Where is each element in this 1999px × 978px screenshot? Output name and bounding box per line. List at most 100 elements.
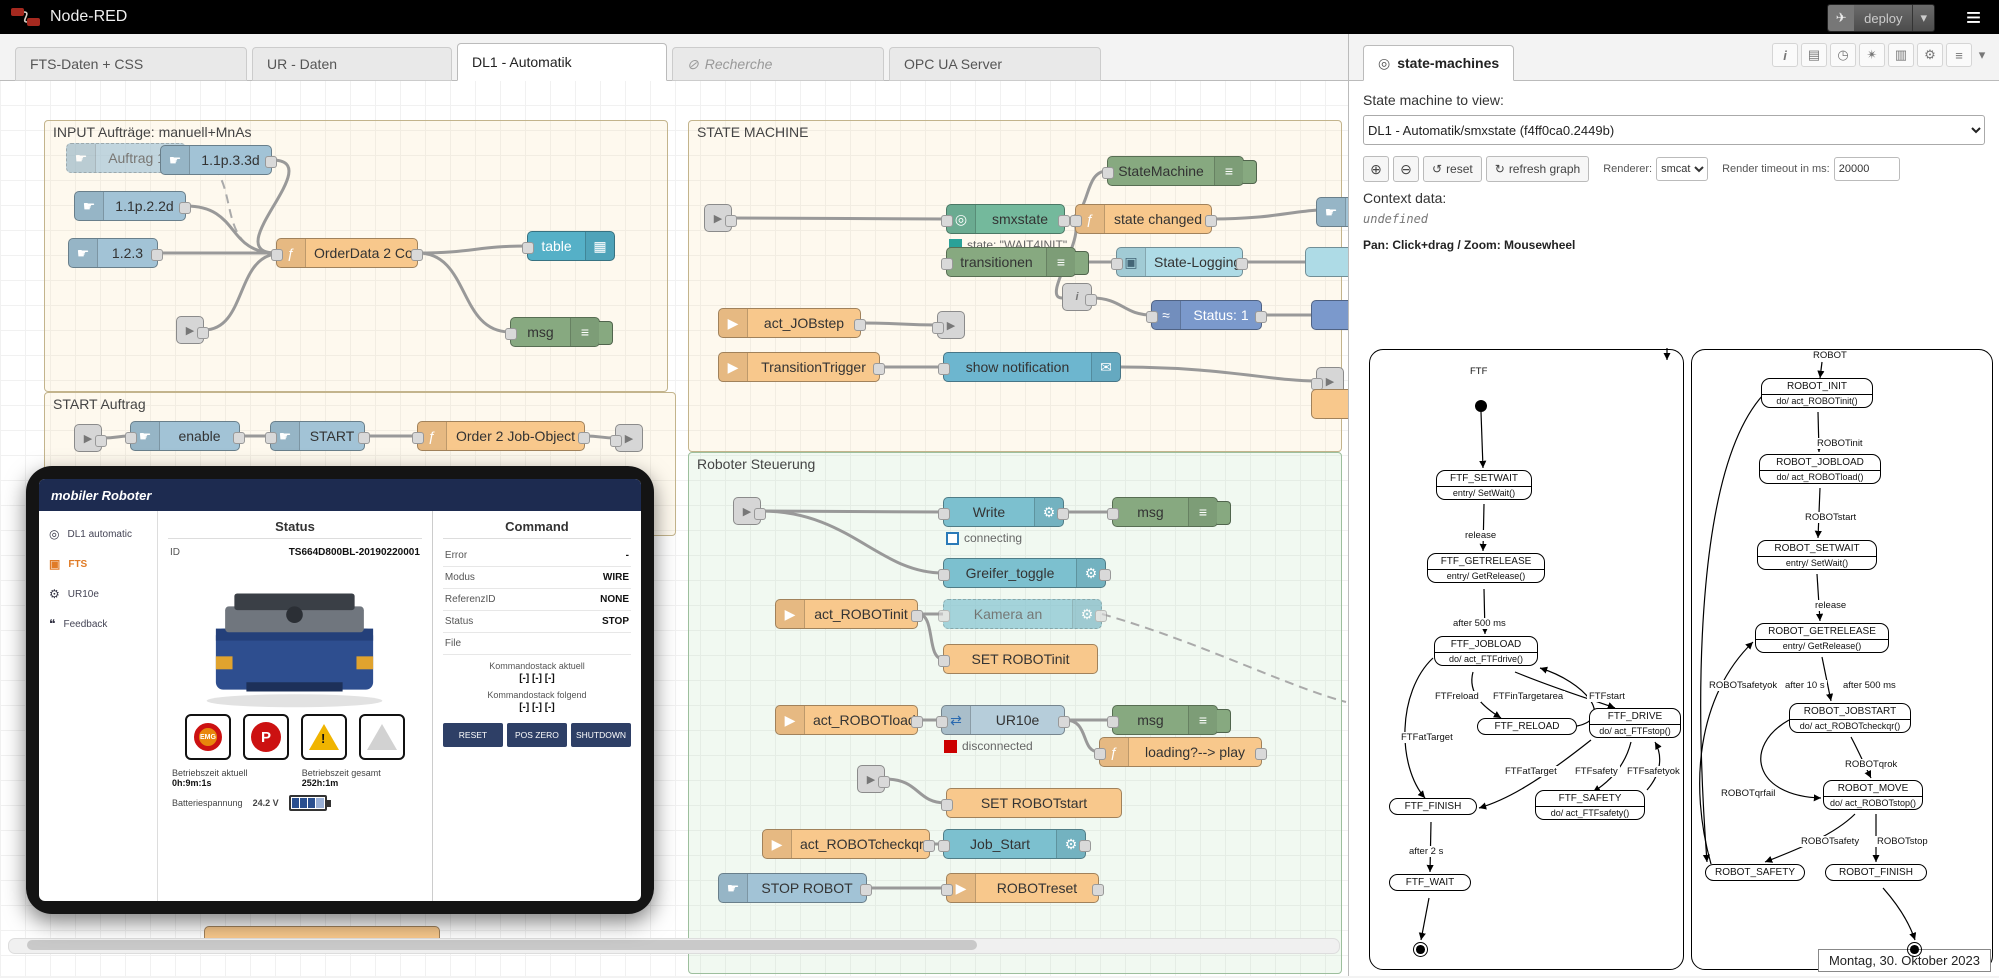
tab-recherche[interactable]: ⊘ Recherche <box>672 47 884 81</box>
node-link-in-robot[interactable]: ▶ <box>733 497 761 525</box>
debug-toggle[interactable] <box>599 321 613 345</box>
node-clipped-status[interactable] <box>1311 300 1348 330</box>
node-clipped-inject[interactable]: ☛ <box>1316 197 1348 227</box>
hscrollbar-thumb[interactable] <box>27 940 977 950</box>
node-act-jobstep[interactable]: ▶ act_JOBstep <box>718 308 861 338</box>
node-label: transitionen <box>947 254 1046 270</box>
node-link-in-start[interactable]: ▶ <box>74 424 102 452</box>
state-ftf-jobload: FTF_JOBLOADdo/ act_FTFdrive() <box>1434 636 1538 666</box>
node-status-1[interactable]: ≈ Status: 1 <box>1151 300 1262 330</box>
reset-view-button[interactable]: ↺ reset <box>1423 156 1482 182</box>
timeout-input[interactable] <box>1834 157 1900 181</box>
menu-item-ur10e[interactable]: ⚙ UR10e <box>39 579 157 609</box>
node-table[interactable]: table ▦ <box>527 231 615 261</box>
node-info[interactable]: i <box>1062 283 1092 311</box>
info-icon[interactable]: i <box>1772 43 1798 67</box>
node-job-start[interactable]: Job_Start ⚙ <box>943 829 1086 859</box>
chart-icon[interactable]: ▤ <box>1801 43 1827 67</box>
menu-item-dl1-automatic[interactable]: ◎ DL1 automatic <box>39 519 157 549</box>
deploy-button[interactable]: ✈ deploy ▾ <box>1827 4 1935 32</box>
pos-zero-button[interactable]: POS ZERO <box>507 723 567 747</box>
refresh-graph-button[interactable]: ↻ refresh graph <box>1486 156 1589 182</box>
node-link-mid-sm[interactable]: ▶ <box>937 311 965 339</box>
node-1-1p-2-2d[interactable]: ☛ 1.1p.2.2d <box>74 191 186 221</box>
tab-dl1-automatik[interactable]: DL1 - Automatik <box>457 43 667 81</box>
state-machine-select[interactable]: DL1 - Automatik/smxstate (f4ff0ca0.2449b… <box>1363 115 1985 145</box>
node-transitionen[interactable]: transitionen ≡ <box>946 247 1076 277</box>
node-act-robotload[interactable]: ▶ act_ROBOTload <box>775 705 918 735</box>
node-act-robotcheckqr[interactable]: ▶ act_ROBOTcheckqr <box>762 829 930 859</box>
node-write[interactable]: Write ⚙ connecting <box>943 497 1064 527</box>
node-show-notification[interactable]: show notification ✉ <box>943 352 1121 382</box>
debug-toggle[interactable] <box>1075 251 1089 275</box>
debug-toggle[interactable] <box>1217 501 1231 525</box>
main-menu-icon[interactable]: ≡ <box>1966 2 1981 32</box>
flow-canvas[interactable]: INPUT Aufträge: manuell+MnAs START Auftr… <box>0 80 1348 976</box>
link-icon: ▶ <box>705 205 731 231</box>
shutdown-button[interactable]: SHUTDOWN <box>571 723 631 747</box>
node-clipped-log[interactable] <box>1305 247 1348 277</box>
node-state-logging[interactable]: ▣ State-Logging <box>1116 247 1243 277</box>
bug-icon[interactable]: ✴ <box>1859 43 1885 67</box>
state-ftf-wait: FTF_WAIT <box>1389 874 1471 891</box>
p-icon: P <box>251 722 281 752</box>
clock-icon[interactable]: ◷ <box>1830 43 1856 67</box>
node-1-2-3[interactable]: ☛ 1.2.3 <box>68 238 158 268</box>
node-link-mid-robot[interactable]: ▶ <box>857 765 885 793</box>
sidebar-collapse-caret[interactable]: ▾ <box>1975 43 1989 67</box>
list-icon[interactable]: ≡ <box>1946 43 1972 67</box>
uptime-current-label: Betriebszeit aktuell <box>172 768 248 778</box>
node-link-in-sm[interactable]: ▶ <box>704 204 732 232</box>
node-debug-msg-1[interactable]: msg ≡ <box>510 317 600 347</box>
renderer-select[interactable]: smcat <box>1656 157 1708 181</box>
id-label: ID <box>170 547 180 558</box>
node-ur10e[interactable]: ⇄ UR10e disconnected <box>941 705 1065 735</box>
menu-label: UR10e <box>68 589 99 600</box>
tab-ur-daten[interactable]: UR - Daten <box>252 47 452 81</box>
debug-toggle[interactable] <box>1217 709 1231 733</box>
node-link-in-1[interactable]: ▶ <box>176 316 204 344</box>
node-set-robotstart[interactable]: SET ROBOTstart <box>946 788 1122 818</box>
node-loading-play[interactable]: ƒ loading?--> play <box>1099 737 1262 767</box>
node-order-2-job-object[interactable]: ƒ Order 2 Job-Object <box>417 421 585 451</box>
node-transitiontrigger[interactable]: ▶ TransitionTrigger <box>718 352 880 382</box>
tab-label: OPC UA Server <box>904 56 1002 72</box>
canvas-hscrollbar[interactable] <box>8 938 1340 954</box>
debug-toggle[interactable] <box>1243 160 1257 184</box>
node-robotreset[interactable]: ▶ ROBOTreset <box>946 873 1099 903</box>
app-title: Node-RED <box>50 8 127 26</box>
tab-opc-ua-server[interactable]: OPC UA Server <box>889 47 1101 81</box>
node-state-changed[interactable]: ƒ state changed <box>1075 204 1212 234</box>
state-chart[interactable]: FTF FTF_SETWAITentry/ SetWait() release … <box>1363 346 1985 978</box>
inactive-indicator <box>359 714 405 760</box>
menu-item-feedback[interactable]: ❝ Feedback <box>39 609 157 639</box>
book-icon[interactable]: ▥ <box>1888 43 1914 67</box>
node-link-out-start[interactable]: ▶ <box>615 424 643 452</box>
tab-state-machines[interactable]: ◎ state-machines <box>1363 45 1514 81</box>
node-act-robotinit[interactable]: ▶ act_ROBOTinit <box>775 599 918 629</box>
node-clipped-orange[interactable] <box>1311 389 1348 419</box>
node-debug-msg-2[interactable]: msg ≡ <box>1112 497 1218 527</box>
node-stop-robot[interactable]: ☛ STOP ROBOT <box>718 873 867 903</box>
transition-label: ROBOTqrfail <box>1719 788 1777 799</box>
tab-fts-daten[interactable]: FTS-Daten + CSS <box>15 47 247 81</box>
zoom-in-button[interactable]: ⊕ <box>1363 156 1389 182</box>
reset-button[interactable]: RESET <box>443 723 503 747</box>
node-greifer-toggle[interactable]: Greifer_toggle ⚙ <box>943 558 1106 588</box>
node-start[interactable]: ☛ START <box>270 421 365 451</box>
reset-icon: ↺ <box>1432 162 1442 176</box>
node-kamera-an[interactable]: Kamera an ⚙ <box>943 599 1102 629</box>
node-statemachine[interactable]: StateMachine ≡ <box>1107 156 1244 186</box>
gear-icon[interactable]: ⚙ <box>1917 43 1943 67</box>
deploy-options-caret[interactable]: ▾ <box>1912 5 1934 31</box>
node-label: Greifer_toggle <box>944 565 1076 581</box>
node-set-robotinit[interactable]: SET ROBOTinit <box>943 644 1098 674</box>
zoom-out-button[interactable]: ⊖ <box>1393 156 1419 182</box>
node-debug-msg-3[interactable]: msg ≡ <box>1112 705 1218 735</box>
node-smxstate[interactable]: ◎ smxstate state: "WAIT4INIT" <box>946 204 1065 234</box>
node-enable[interactable]: ☛ enable <box>130 421 240 451</box>
menu-item-fts[interactable]: ▣ FTS <box>39 549 157 579</box>
node-label: 1.1p.2.2d <box>104 198 185 214</box>
node-1-1p-3-3d[interactable]: ☛ 1.1p.3.3d <box>160 145 272 175</box>
node-orderdata-2-context[interactable]: ƒ OrderData 2 Context <box>276 238 418 268</box>
